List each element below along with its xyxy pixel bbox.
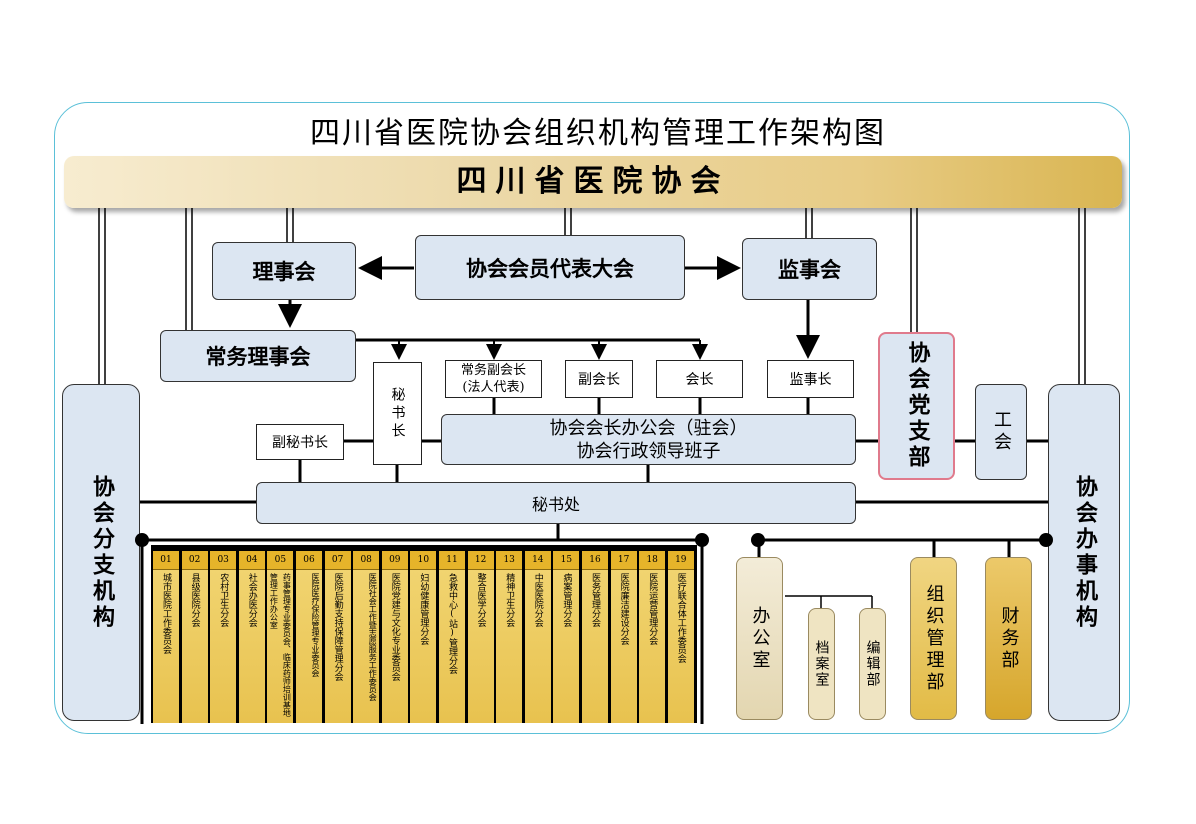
committee-column: 09 医院党建与文化专业委员会: [381, 551, 408, 723]
committee-column: 03 农村卫生分会: [210, 551, 237, 723]
president-office-box: 协会会长办公会（驻会） 协会行政领导班子: [441, 414, 856, 465]
finance-box: 财务部: [985, 557, 1032, 720]
diagram-title: 四川省医院协会组织机构管理工作架构图: [310, 116, 886, 151]
executive-vice-president-box: 常务副会长 (法人代表): [445, 360, 542, 398]
committee-name: 医疗联合体工作委员会: [675, 573, 686, 663]
junction-dot: [695, 533, 709, 547]
committee-column: 17 医院廉洁建设分会: [610, 551, 637, 723]
committee-number: 08: [353, 551, 380, 570]
committee-column: 15 病案管理分会: [553, 551, 580, 723]
junction-dot: [135, 533, 149, 547]
committee-name: 整合医学分会: [475, 573, 486, 627]
committee-number: 02: [181, 551, 208, 570]
committee-number: 01: [153, 551, 179, 570]
committee-column: 13 精神卫生分会: [496, 551, 523, 723]
committee-name: 中医医院分会: [532, 573, 543, 627]
committee-name: 社会办医分会: [246, 573, 257, 627]
vice-president-box: 副会长: [565, 360, 633, 398]
supervisory-board-box: 监事会: [742, 238, 877, 300]
committee-name: 医院党建与文化专业委员会: [389, 573, 400, 681]
committee-column: 05 药事管理专业委员会、临床药师培训基地管理工作办公室: [267, 551, 294, 723]
committee-number: 16: [582, 551, 608, 570]
outer-frame: [54, 102, 1130, 734]
committee-name: 县级医院分会: [189, 573, 200, 627]
committee-name: 病案管理分会: [561, 573, 572, 627]
committee-column: 02 县级医院分会: [181, 551, 208, 723]
committee-column: 04 社会办医分会: [238, 551, 265, 723]
junction-dot: [1039, 533, 1053, 547]
council-box: 理事会: [212, 242, 356, 300]
trade-union-box: 工会: [975, 384, 1027, 480]
committee-name: 医院廉洁建设分会: [618, 573, 629, 645]
committee-column: 06 医院医疗保险管理专业委员会: [296, 551, 322, 723]
committee-column: 18 医院运营管理分会: [639, 551, 666, 723]
president-office-label: 协会会长办公会（驻会）: [549, 417, 748, 439]
committee-column: 01 城市医院工作委员会: [153, 551, 179, 723]
branch-organizations-box: 协会分支机构: [62, 384, 140, 721]
committee-name: 医务管理分会: [590, 573, 600, 627]
committee-number: 13: [496, 551, 523, 570]
committee-number: 09: [381, 551, 408, 570]
committee-number: 19: [667, 551, 694, 570]
committee-number: 04: [238, 551, 265, 570]
chief-supervisor-box: 监事长: [767, 360, 854, 398]
association-banner: 四川省医院协会: [64, 156, 1122, 208]
committee-column: 07 医院后勤支持保障管理分会: [324, 551, 351, 723]
secretary-general-box: 秘书长: [373, 362, 422, 465]
committee-name: 急救中心(站)管理分会: [447, 573, 457, 674]
committee-name: 药事管理专业委员会、临床药师培训基地管理工作办公室: [269, 573, 292, 717]
committee-number: 03: [210, 551, 237, 570]
committee-column: 11 急救中心(站)管理分会: [439, 551, 465, 723]
deputy-secretary-general-box: 副秘书长: [256, 424, 344, 460]
junction-dot: [751, 533, 765, 547]
general-office-box: 办公室: [736, 557, 783, 720]
committee-column: 10 妇幼健康管理分会: [410, 551, 437, 723]
committee-column: 08 医院社会工作暨志愿服务工作委员会: [353, 551, 380, 723]
committee-name: 医院运营管理分会: [647, 573, 658, 645]
committee-number: 05: [267, 551, 294, 570]
committee-number: 07: [324, 551, 351, 570]
party-branch-box: 协会党支部: [878, 332, 955, 480]
committee-name: 医院医疗保险管理专业委员会: [311, 573, 320, 677]
editorial-box: 编辑部: [859, 608, 886, 720]
committee-number: 18: [639, 551, 666, 570]
committee-number: 14: [524, 551, 551, 570]
committee-column: 16 医务管理分会: [582, 551, 608, 723]
member-congress-box: 协会会员代表大会: [415, 235, 685, 300]
committee-column: 14 中医医院分会: [524, 551, 551, 723]
admin-leadership-label: 协会行政领导班子: [576, 440, 721, 462]
committee-number: 06: [296, 551, 322, 570]
legal-representative-label: (法人代表): [462, 380, 525, 395]
committee-name: 医院后勤支持保障管理分会: [332, 573, 343, 681]
committee-name: 农村卫生分会: [218, 573, 229, 627]
standing-council-box: 常务理事会: [160, 330, 356, 382]
secretariat-box: 秘书处: [256, 482, 856, 524]
committee-column: 19 医疗联合体工作委员会: [667, 551, 694, 723]
committee-name: 妇幼健康管理分会: [418, 573, 429, 645]
committee-number: 11: [439, 551, 465, 570]
committee-name: 城市医院工作委员会: [161, 573, 171, 654]
committee-list: 01 城市医院工作委员会 02 县级医院分会 03 农村卫生分会 04 社会办医分会 05 药事管…: [151, 545, 697, 723]
committee-number: 17: [610, 551, 637, 570]
administrative-offices-box: 协会办事机构: [1048, 384, 1120, 721]
committee-number: 10: [410, 551, 437, 570]
organization-management-box: 组织管理部: [910, 557, 957, 720]
committee-column: 12 整合医学分会: [467, 551, 494, 723]
committee-name: 精神卫生分会: [504, 573, 515, 627]
committee-number: 15: [553, 551, 580, 570]
executive-vice-president-label: 常务副会长: [460, 363, 526, 378]
archives-box: 档案室: [808, 608, 835, 720]
president-box: 会长: [656, 360, 743, 398]
committee-number: 12: [467, 551, 494, 570]
committee-name: 医院社会工作暨志愿服务工作委员会: [368, 573, 378, 701]
